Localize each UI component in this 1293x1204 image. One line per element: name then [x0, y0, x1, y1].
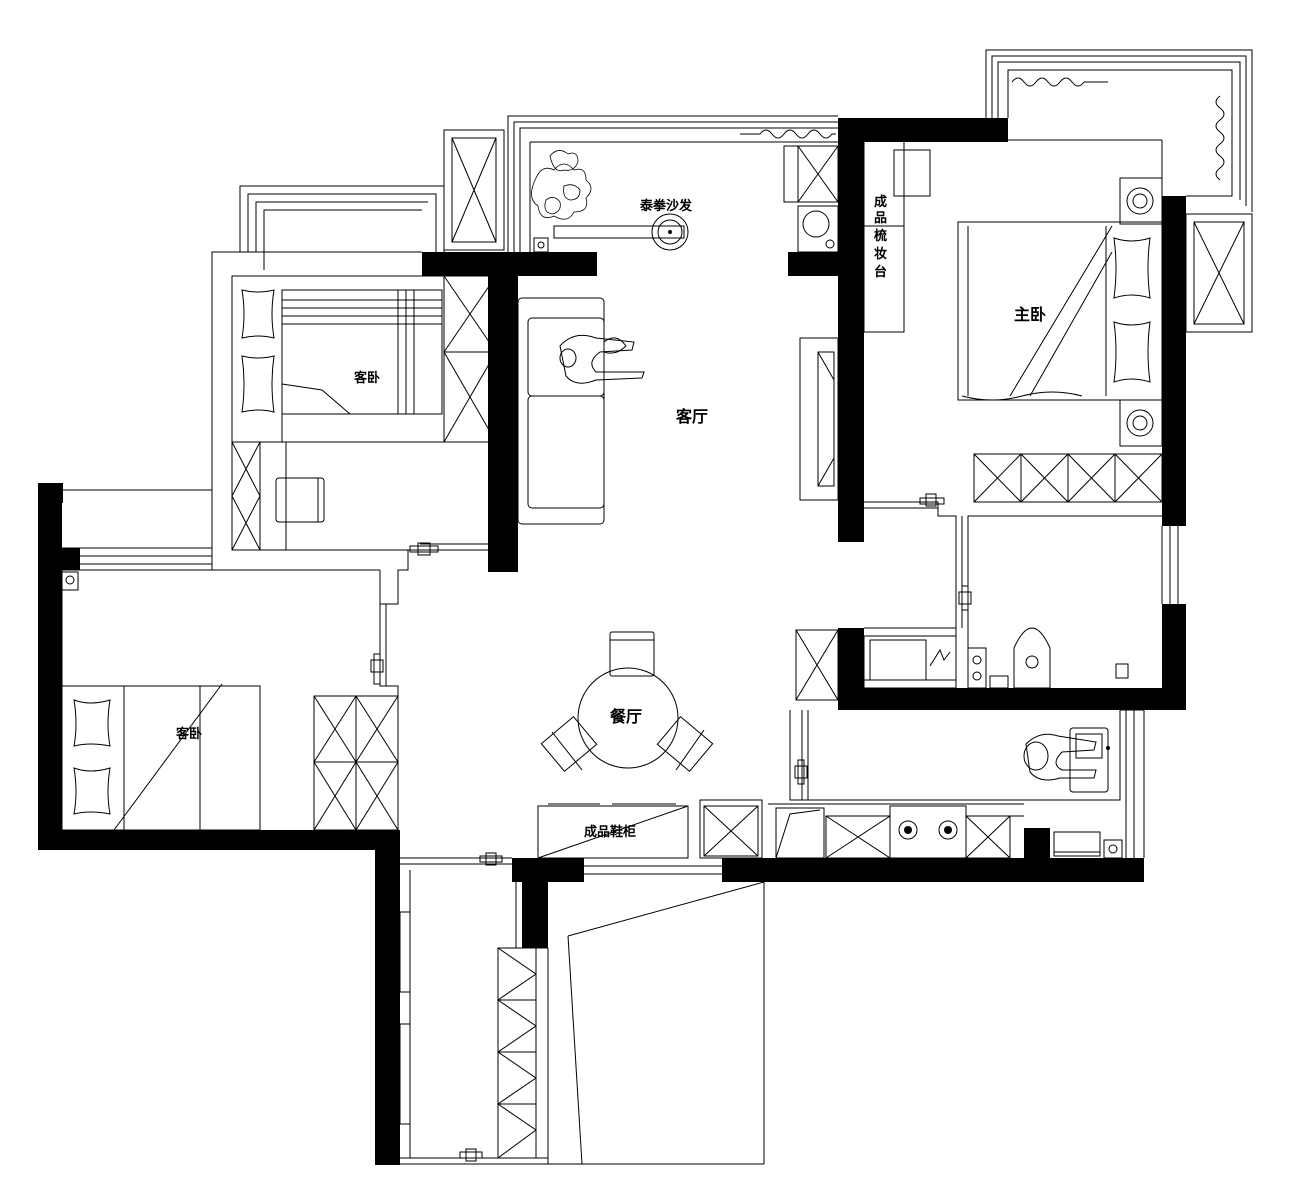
wardrobe-icon [313, 695, 399, 831]
door-icon [919, 493, 945, 507]
shoe-cabinet: 成品鞋柜 [537, 803, 689, 859]
wardrobe-icon [699, 799, 763, 859]
bed-icon [957, 221, 1163, 401]
wardrobe-icon [443, 275, 497, 443]
bed-icon [61, 683, 261, 831]
door-icon [794, 759, 808, 785]
entry-room [399, 870, 765, 1165]
door-icon [370, 653, 384, 685]
nightstand-icon [1119, 399, 1163, 447]
table-icon [533, 213, 689, 253]
recliner-sofa-label: 泰拳沙发 [639, 198, 693, 214]
guest-bedroom-left: 客卧 [61, 571, 399, 831]
dresser-char-4: 妆 [874, 246, 887, 262]
sink-icon [1069, 727, 1110, 793]
stove-icon [889, 805, 967, 859]
master-bedroom: 成 品 梳 妆 台 [863, 77, 1225, 503]
dresser-char-3: 梳 [874, 228, 887, 244]
bathroom [795, 627, 1129, 701]
bed-icon [231, 275, 445, 443]
dining-room-label: 餐厅 [609, 707, 642, 726]
washing-machine-icon [61, 571, 79, 591]
pillow-icon [241, 289, 275, 339]
shoe-cabinet-label: 成品鞋柜 [584, 824, 636, 840]
pillow-icon [73, 699, 111, 747]
chair-icon [609, 631, 655, 677]
partitions [61, 49, 1253, 1165]
living-room: 泰拳沙发 客厅 [517, 129, 839, 525]
wardrobe-icon [795, 629, 839, 701]
chair-icon [656, 716, 714, 772]
nightstand-icon [1119, 177, 1163, 225]
door-icon [958, 585, 972, 611]
dining-room: 餐厅 [540, 631, 714, 772]
wardrobe-icon [231, 441, 287, 551]
dresser-char-5: 台 [874, 264, 887, 280]
chair-icon [540, 716, 598, 772]
dresser-char-2: 品 [874, 211, 887, 226]
washing-machine-icon [783, 145, 839, 253]
sofa-icon [517, 297, 605, 525]
dresser-char-1: 成 [874, 194, 887, 210]
walls [38, 118, 1186, 1165]
table-icon [577, 667, 679, 769]
chair-icon [275, 477, 325, 523]
pillow-icon [1113, 237, 1151, 299]
wardrobe-icon [965, 815, 1011, 859]
kitchen: 成品鞋柜 [537, 727, 1123, 859]
door-icon [479, 852, 503, 866]
person-icon [1023, 733, 1097, 781]
wardrobe-icon [497, 947, 537, 1159]
dresser-icon: 成 品 梳 妆 台 [863, 139, 931, 333]
wardrobe-icon [825, 815, 891, 859]
doors [370, 493, 972, 1162]
door-icon [459, 1148, 483, 1162]
living-room-label: 客厅 [676, 407, 708, 426]
wardrobe-icon [973, 453, 1163, 503]
master-bedroom-label: 主卧 [1014, 305, 1046, 324]
person-icon [559, 334, 645, 384]
tv-cabinet-icon [799, 337, 839, 501]
guest-bedroom-top-label: 客卧 [354, 370, 380, 386]
pillow-icon [241, 355, 275, 413]
plant-icon [531, 150, 592, 220]
pillow-icon [73, 767, 111, 815]
guest-bedroom-left-label: 客卧 [176, 726, 202, 742]
pillow-icon [1113, 321, 1151, 383]
guest-bedroom-top: 客卧 [231, 275, 497, 551]
sink-icon [863, 635, 957, 689]
door-icon [409, 542, 439, 556]
toilet-icon [967, 627, 1051, 689]
bed-icon [547, 881, 765, 1165]
